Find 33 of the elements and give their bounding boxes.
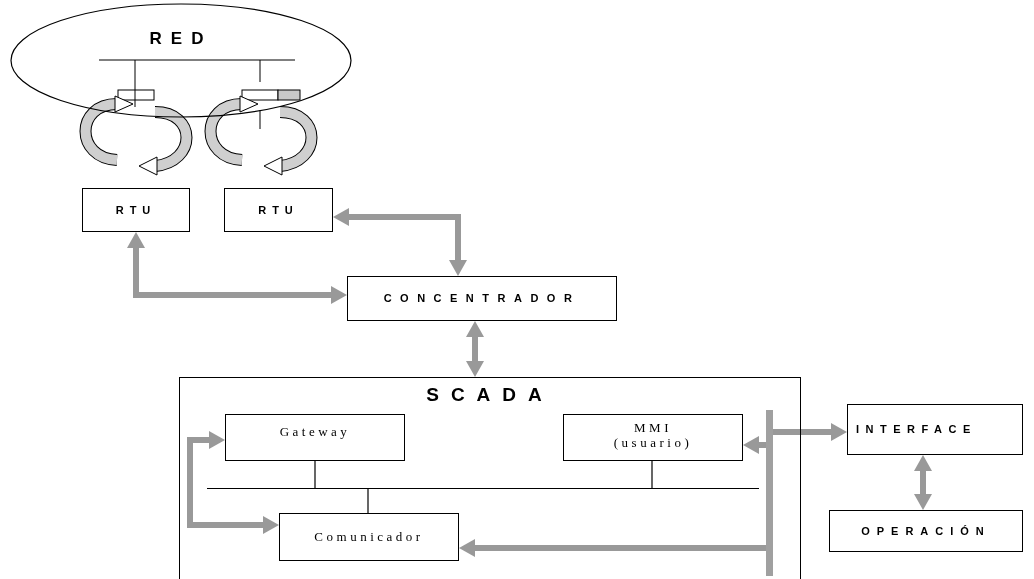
- vertical-bus-bar: [766, 410, 773, 576]
- process-box: [225, 414, 405, 461]
- connector-line: [314, 460, 316, 489]
- box-label: RTU: [258, 203, 299, 217]
- arrow: [466, 321, 484, 377]
- box-label: INTERFACE: [856, 423, 977, 436]
- box-label: MMI (usuario): [612, 421, 694, 451]
- process-box: [279, 513, 459, 561]
- process-box: [82, 188, 190, 232]
- process-box: [347, 276, 617, 321]
- network-ellipse: [10, 3, 352, 118]
- arrow: [187, 431, 279, 534]
- process-box: [829, 510, 1023, 552]
- network-label: RED: [149, 29, 213, 49]
- box-label: RTU: [115, 203, 157, 217]
- connector-line: [651, 460, 653, 489]
- arrow: [914, 455, 932, 510]
- system-frame: [179, 377, 801, 579]
- arrow: [459, 539, 766, 557]
- box-label: OPERACIÓN: [861, 524, 991, 538]
- process-box: [563, 414, 743, 461]
- arrow: [743, 436, 766, 454]
- box-label: Comunicador: [314, 529, 424, 545]
- frame-heading: SCADA: [426, 384, 554, 406]
- box-label: Gateway: [279, 425, 351, 440]
- process-box: [847, 404, 1023, 455]
- connector-line: [367, 488, 369, 514]
- arrow: [127, 232, 347, 304]
- process-box: [224, 188, 333, 232]
- box-label: CONCENTRADOR: [383, 292, 581, 305]
- bus-line: [207, 488, 759, 489]
- arrow: [773, 423, 847, 441]
- arrow: [333, 208, 467, 276]
